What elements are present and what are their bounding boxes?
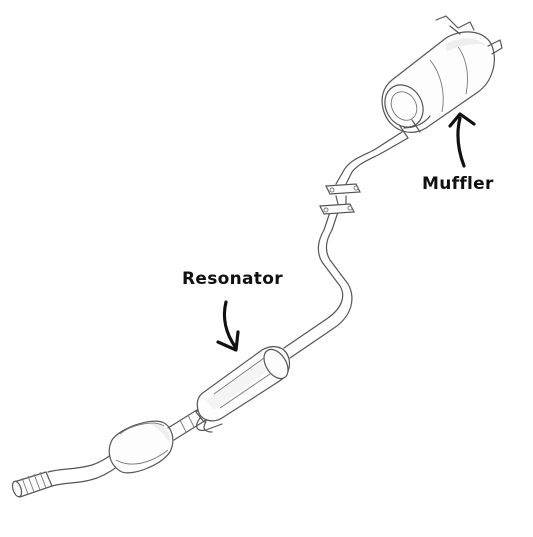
flange-joint: [319, 183, 361, 215]
muffler-label: Muffler: [422, 174, 494, 194]
exhaust-tip: [11, 471, 53, 498]
tail-pipe: [335, 131, 409, 185]
muffler-body: [381, 15, 503, 139]
resonator-arrow: [216, 300, 240, 352]
over-axle-pipe: [283, 211, 353, 359]
mid-pipe: [167, 405, 223, 441]
catalytic-converter: [108, 420, 174, 474]
resonator-label: Resonator: [182, 269, 283, 289]
muffler-arrow: [448, 112, 476, 168]
resonator-body: [196, 346, 291, 422]
